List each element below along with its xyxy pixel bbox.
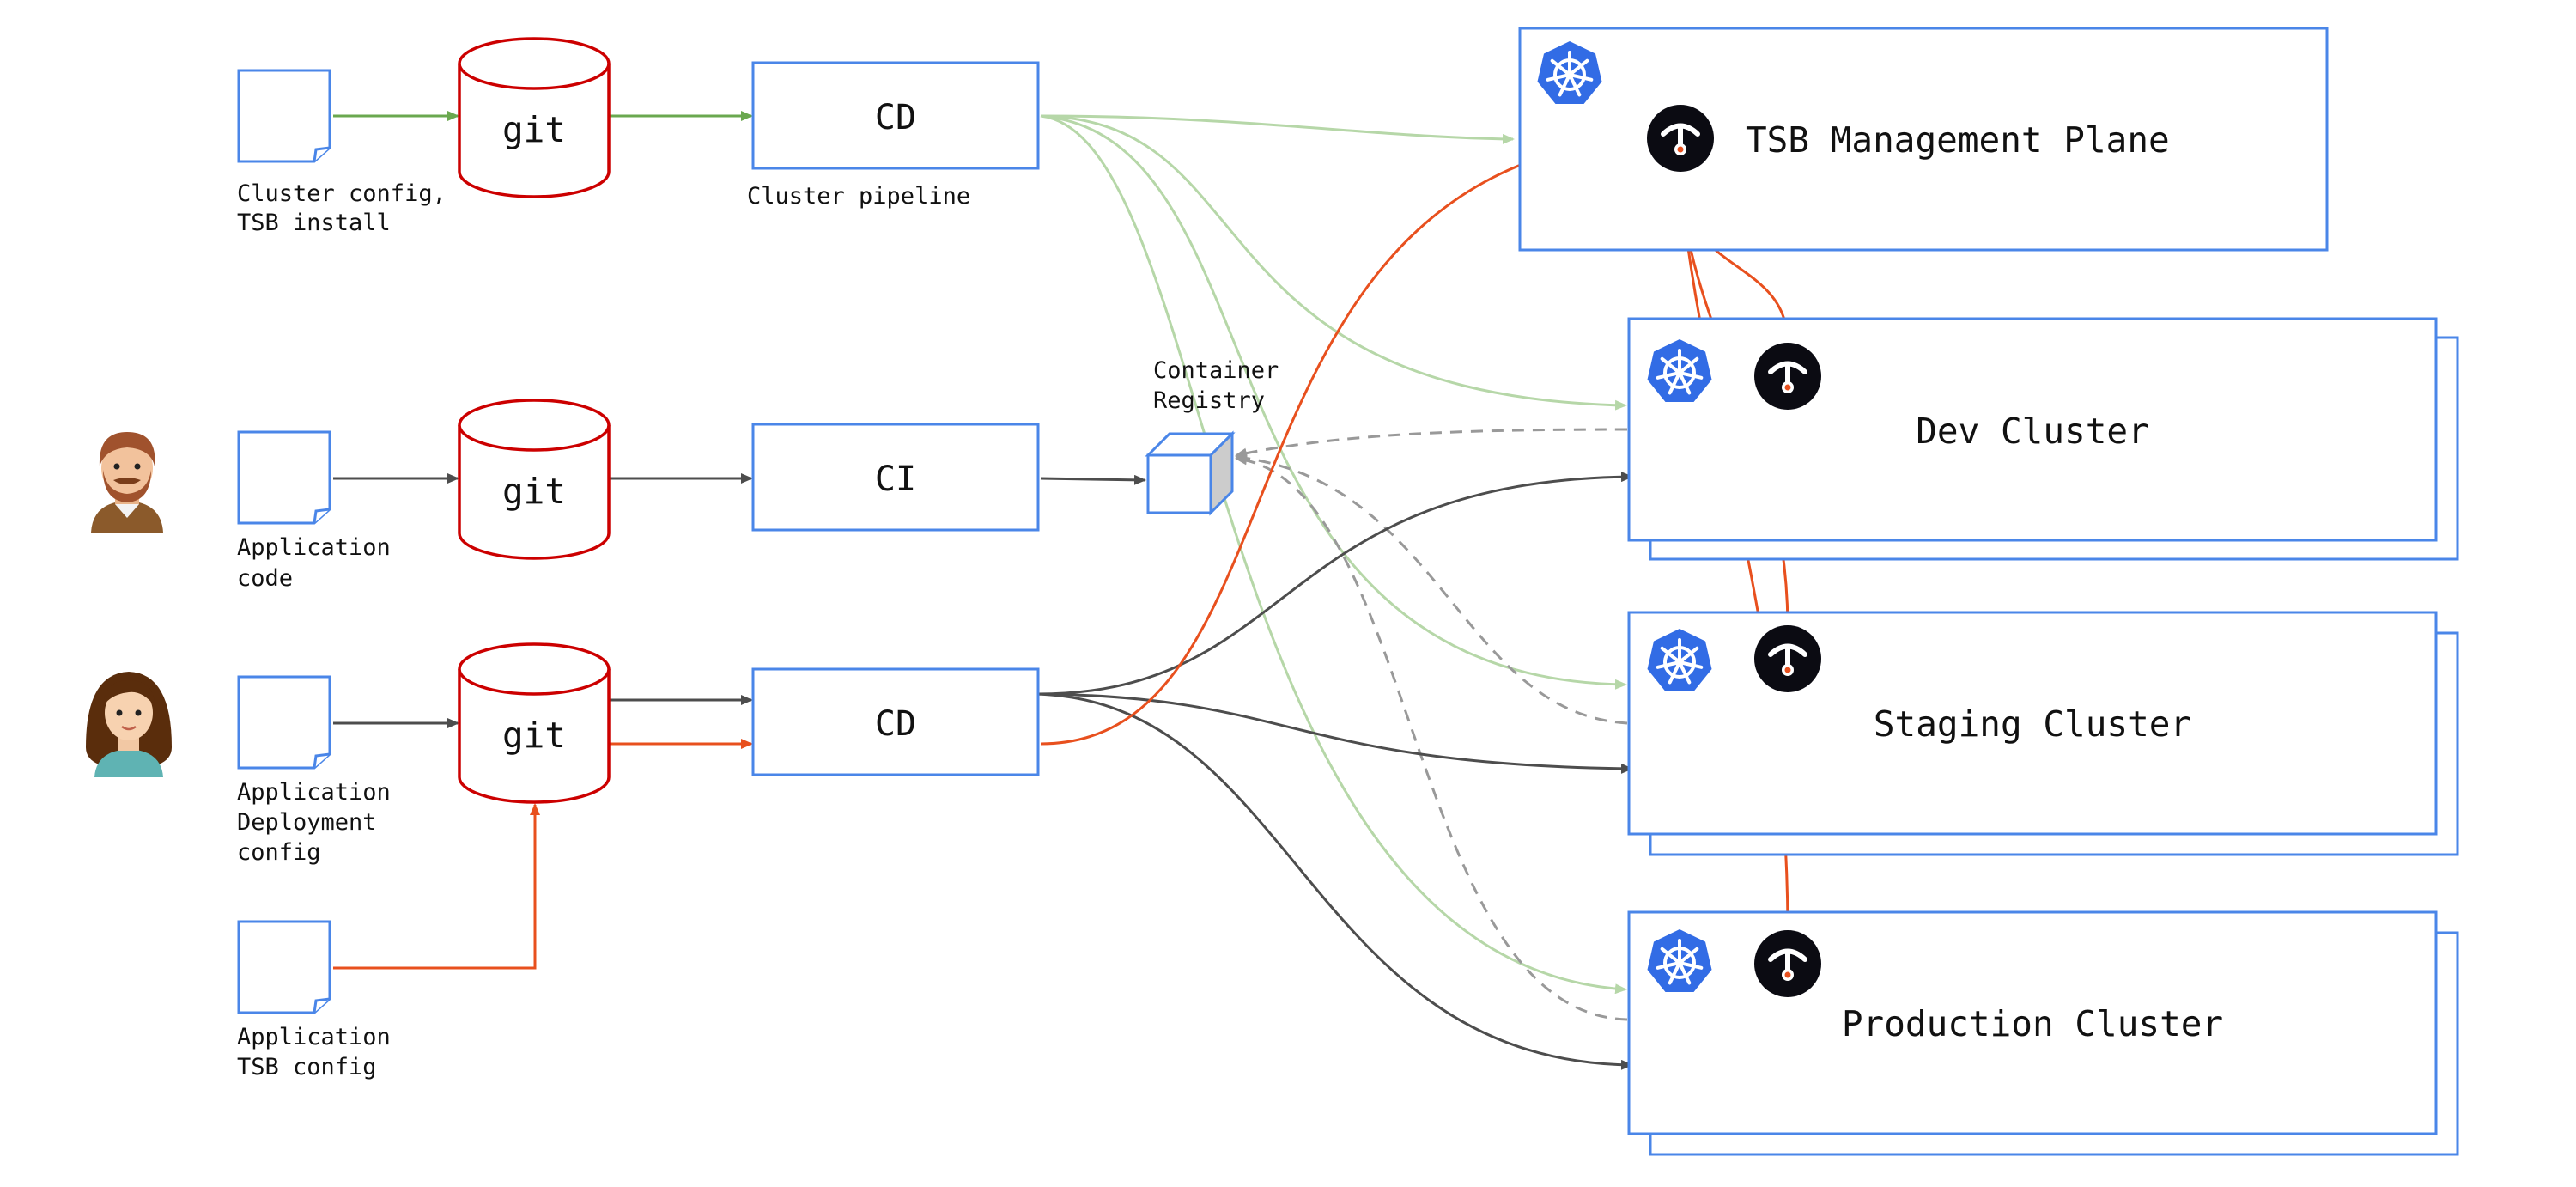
git-label: git bbox=[502, 715, 566, 756]
connectors bbox=[333, 111, 1793, 1070]
document-icon bbox=[237, 675, 331, 770]
document-icon bbox=[237, 69, 331, 163]
arrow-cd-top-to-mgmt bbox=[1040, 114, 1515, 144]
dev-cluster[interactable]: Dev Cluster bbox=[1627, 317, 2459, 561]
ci-box[interactable]: CI bbox=[751, 423, 1040, 532]
developer-avatar-woman bbox=[86, 672, 172, 777]
staging-cluster[interactable]: Staging Cluster bbox=[1627, 611, 2459, 856]
cd-top-caption: Cluster pipeline bbox=[747, 183, 970, 210]
arrow-tsbconfig-to-git3 bbox=[333, 803, 540, 970]
arrow-cd-bottom-to-mgmt bbox=[1040, 132, 1652, 746]
production-cluster-label: Production Cluster bbox=[1842, 1003, 2223, 1044]
document-icon bbox=[237, 920, 331, 1014]
git-repo-3[interactable]: git bbox=[458, 642, 611, 804]
document-icon bbox=[237, 430, 331, 525]
container-cube-icon[interactable] bbox=[1145, 430, 1236, 516]
cd-bottom-label: CD bbox=[875, 704, 916, 744]
arrow-ci-to-registry bbox=[1040, 474, 1146, 485]
tsb-logo-icon bbox=[1754, 930, 1821, 997]
arrow-cd-top-to-production bbox=[1040, 114, 1627, 995]
tsb-logo-icon bbox=[1754, 625, 1821, 692]
cd-top-label: CD bbox=[875, 98, 916, 137]
dev-cluster-label: Dev Cluster bbox=[1916, 411, 2149, 452]
git-label: git bbox=[502, 471, 566, 512]
tsb-logo-icon bbox=[1647, 105, 1714, 172]
cd-bottom-box[interactable]: CD bbox=[751, 667, 1040, 776]
mgmt-plane-box[interactable]: TSB Management Plane bbox=[1518, 27, 2329, 252]
mgmt-plane-label: TSB Management Plane bbox=[1746, 119, 2170, 161]
arrow-cd-bottom-to-dev bbox=[1034, 472, 1633, 696]
dashed-dev-to-registry bbox=[1235, 428, 1628, 459]
arrow-cd-bottom-to-staging bbox=[1034, 692, 1633, 774]
git-label: git bbox=[502, 109, 566, 150]
dashed-staging-to-registry bbox=[1235, 453, 1628, 725]
developer-avatar-man bbox=[91, 432, 163, 533]
cd-top-box[interactable]: CD bbox=[751, 61, 1040, 170]
dashed-production-to-registry bbox=[1235, 454, 1628, 1021]
git-repo-1[interactable]: git bbox=[458, 37, 611, 198]
arrow-cd-top-to-dev bbox=[1040, 114, 1627, 411]
production-cluster[interactable]: Production Cluster bbox=[1627, 910, 2459, 1156]
arrow-cd-top-to-staging bbox=[1040, 114, 1627, 690]
doc-label-cluster-config: Cluster config,TSB install bbox=[237, 180, 447, 236]
ci-label: CI bbox=[875, 460, 916, 499]
arrow-cd-bottom-to-production bbox=[1034, 692, 1633, 1070]
git-repo-2[interactable]: git bbox=[458, 399, 611, 560]
tsb-logo-icon bbox=[1754, 343, 1821, 410]
staging-cluster-label: Staging Cluster bbox=[1874, 703, 2191, 745]
